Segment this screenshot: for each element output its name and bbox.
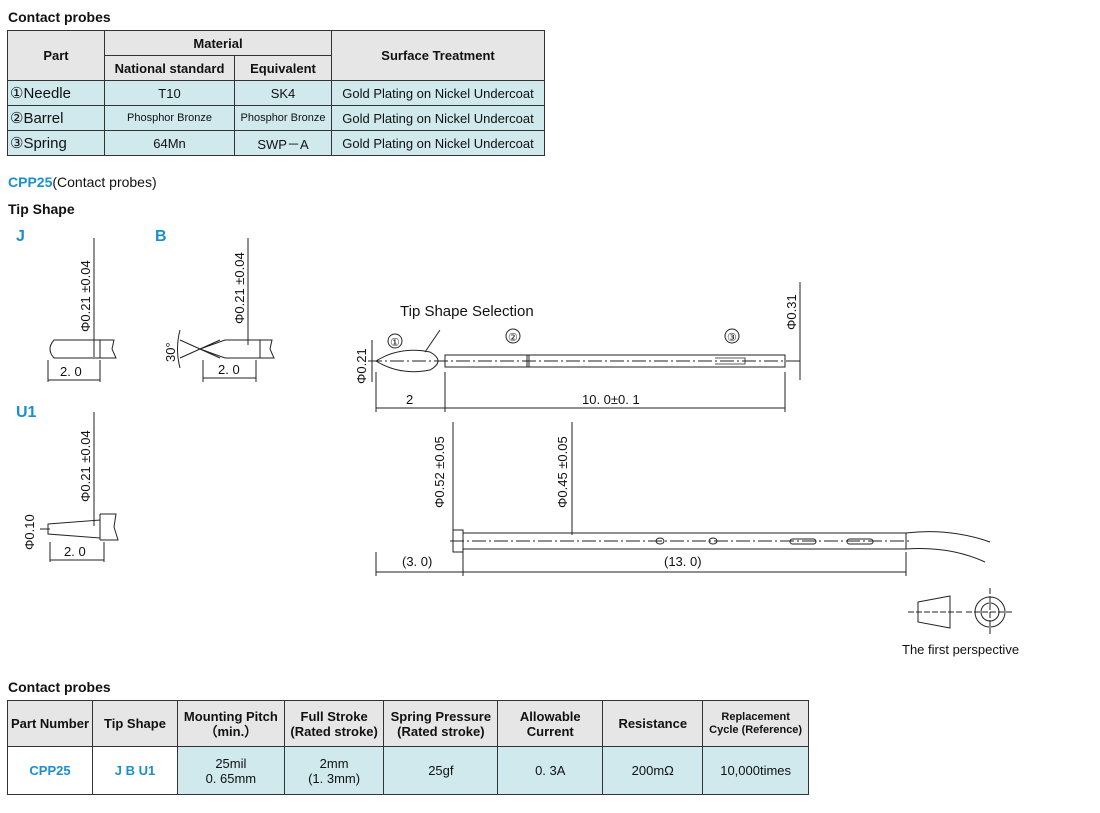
tip-b-len: 2. 0 xyxy=(218,362,240,377)
tip-b-dia: Φ0.21 ±0.04 xyxy=(232,252,247,324)
header-tip-shape: Tip Shape xyxy=(92,700,178,747)
part-cell: ③Spring xyxy=(7,130,105,156)
perspective-label: The first perspective xyxy=(902,642,1019,657)
tip-b-drawing: Φ0.21 ±0.04 30° 2. 0 xyxy=(163,238,275,382)
dim-3: (3. 0) xyxy=(402,554,432,569)
spec-pressure: 25gf xyxy=(383,746,499,795)
equivalent-cell: SK4 xyxy=(234,80,332,106)
material-table-title: Contact probes xyxy=(8,9,111,25)
tip-u1-len: 2. 0 xyxy=(64,544,86,559)
spec-pitch-line2: 0. 65mm xyxy=(205,770,257,786)
product-code: CPP25 xyxy=(8,174,53,190)
tip-j-len: 2. 0 xyxy=(60,364,82,379)
surface-cell: Gold Plating on Nickel Undercoat xyxy=(331,130,545,156)
tip-u1-small: Φ0.10 xyxy=(22,514,37,550)
spec-part-code: CPP25 xyxy=(29,763,71,778)
part-cell: ②Barrel xyxy=(7,105,105,131)
spec-stroke-line2: (1. 3mm) xyxy=(308,770,361,786)
tip-j-drawing: Φ0.21 ±0.04 2. 0 xyxy=(47,238,117,382)
spec-table: Part Number Tip Shape Mounting Pitch （mi… xyxy=(7,700,809,795)
spec-tip-value: J B U1 xyxy=(114,763,156,778)
header-national: National standard xyxy=(104,55,235,81)
spec-pitch-line1: 25mil xyxy=(215,755,247,771)
spec-current: 0. 3A xyxy=(497,746,604,795)
header-replacement-cycle: Replacement Cycle (Reference) xyxy=(702,700,809,747)
dim-13: (13. 0) xyxy=(664,554,702,569)
spec-resistance: 200mΩ xyxy=(602,746,704,795)
surface-cell: Gold Plating on Nickel Undercoat xyxy=(331,105,545,131)
product-desc: (Contact probes) xyxy=(52,174,157,190)
spec-stroke: 2mm(1. 3mm) xyxy=(283,746,385,795)
dim-phi045: Φ0.45 ±0.05 xyxy=(555,436,570,508)
dim-phi052: Φ0.52 ±0.05 xyxy=(432,436,447,508)
dim-phi031: Φ0.31 xyxy=(784,294,799,330)
tip-b-angle: 30° xyxy=(163,342,178,362)
tip-u1-dia: Φ0.21 ±0.04 xyxy=(78,430,93,502)
tip-u1-label: U1 xyxy=(16,404,37,421)
header-surface: Surface Treatment xyxy=(331,30,545,81)
header-part-number: Part Number xyxy=(7,700,93,747)
material-table: Part Material Surface Treatment National… xyxy=(7,30,545,156)
dim-2: 2 xyxy=(406,392,413,407)
national-cell: Phosphor Bronze xyxy=(104,105,235,131)
header-equivalent: Equivalent xyxy=(234,55,332,81)
spec-part-number: CPP25 xyxy=(7,746,93,795)
callout-2: ② xyxy=(508,332,518,344)
national-cell: 64Mn xyxy=(104,130,235,156)
header-mounting-pitch: Mounting Pitch （min.） xyxy=(177,700,285,747)
national-cell: T10 xyxy=(104,80,235,106)
header-resistance: Resistance xyxy=(602,700,704,747)
dim-10: 10. 0±0. 1 xyxy=(582,392,640,407)
tip-b-label: B xyxy=(155,228,167,245)
dim-phi021: Φ0.21 xyxy=(354,348,369,384)
header-spring-pressure: Spring Pressure (Rated stroke) xyxy=(383,700,499,747)
spec-stroke-line1: 2mm xyxy=(319,755,349,771)
receptacle-drawing: Φ0.52 ±0.05 Φ0.45 ±0.05 (3. 0) (13. 0) xyxy=(375,422,991,576)
table-row: ②Barrel Phosphor Bronze Phosphor Bronze … xyxy=(7,105,545,131)
spec-cycle: 10,000times xyxy=(702,746,809,795)
header-full-stroke: Full Stroke (Rated stroke) xyxy=(283,700,385,747)
projection-symbol: The first perspective xyxy=(902,588,1019,657)
header-allowable-current: Allowable Current xyxy=(497,700,604,747)
tip-u1-drawing: Φ0.21 ±0.04 Φ0.10 2. 0 xyxy=(22,412,119,562)
equivalent-cell: SWP－A xyxy=(234,130,332,156)
table-row: ③Spring 64Mn SWP－A Gold Plating on Nicke… xyxy=(7,130,545,156)
tip-selection-label: Tip Shape Selection xyxy=(400,303,534,320)
surface-cell: Gold Plating on Nickel Undercoat xyxy=(331,80,545,106)
tip-j-label: J xyxy=(16,228,25,245)
product-heading: CPP25(Contact probes) xyxy=(8,174,157,190)
callout-3: ③ xyxy=(727,332,737,344)
spec-table-title: Contact probes xyxy=(8,679,111,695)
tip-shape-title: Tip Shape xyxy=(8,201,75,217)
tip-j-dia: Φ0.21 ±0.04 xyxy=(78,260,93,332)
callout-1: ① xyxy=(390,337,400,349)
spec-tip-shape: J B U1 xyxy=(92,746,178,795)
header-material: Material xyxy=(104,30,332,56)
probe-drawing: Tip Shape Selection ① ② ③ Φ0.21 Φ0.31 2 … xyxy=(354,282,801,412)
